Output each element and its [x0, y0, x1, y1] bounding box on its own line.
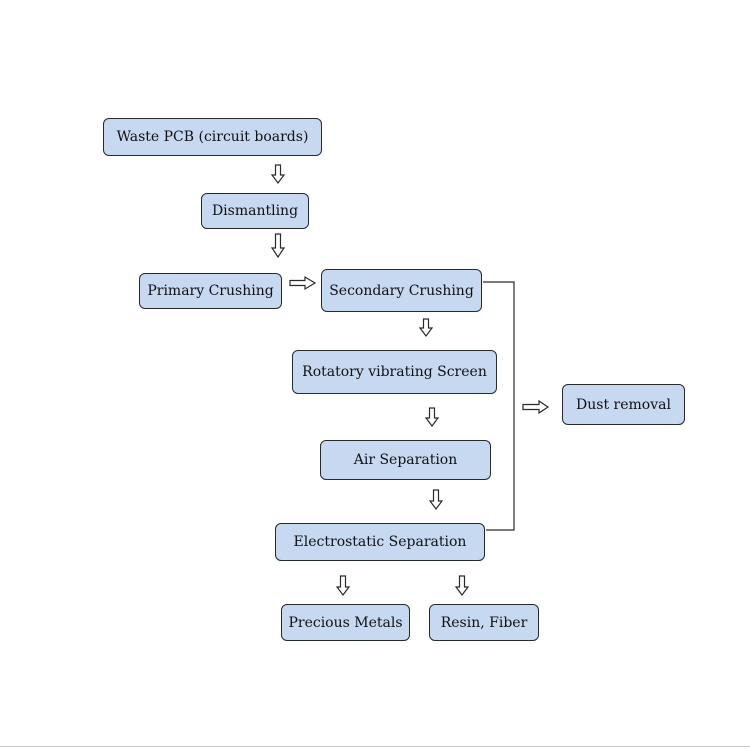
arrow-electrostatic-to-resin-fiber [454, 575, 470, 596]
node-precious-metals-label: Precious Metals [288, 614, 403, 631]
node-air-separation: Air Separation [320, 440, 491, 480]
node-air-separation-label: Air Separation [353, 452, 458, 468]
node-electrostatic-separation-label: Electrostatic Separation [293, 534, 467, 550]
node-rotatory-screen-label: Rotatory vibrating Screen [302, 364, 487, 380]
node-dust-removal-label: Dust removal [576, 396, 671, 413]
node-waste-pcb: Waste PCB (circuit boards) [103, 118, 322, 156]
node-dust-removal: Dust removal [562, 384, 685, 425]
node-resin-fiber: Resin, Fiber [429, 604, 539, 641]
node-waste-pcb-label: Waste PCB (circuit boards) [116, 129, 309, 145]
arrow-electrostatic-to-precious-metals [335, 575, 351, 596]
arrow-screen-to-air-separation [424, 407, 440, 427]
arrow-dismantling-to-primary-crushing [270, 233, 286, 259]
node-secondary-crushing: Secondary Crushing [321, 269, 482, 312]
node-secondary-crushing-label: Secondary Crushing [329, 282, 474, 299]
node-dismantling-label: Dismantling [211, 203, 299, 219]
node-electrostatic-separation: Electrostatic Separation [275, 523, 485, 561]
arrow-primary-to-secondary-crushing [289, 275, 317, 291]
node-rotatory-screen: Rotatory vibrating Screen [292, 350, 497, 394]
node-primary-crushing: Primary Crushing [139, 273, 282, 309]
node-primary-crushing-label: Primary Crushing [147, 283, 274, 299]
node-resin-fiber-label: Resin, Fiber [440, 614, 528, 631]
node-dismantling: Dismantling [201, 193, 309, 229]
node-precious-metals: Precious Metals [281, 604, 410, 641]
arrow-air-to-electrostatic-separation [428, 489, 444, 510]
page-bottom-divider [0, 746, 750, 747]
arrow-waste-pcb-to-dismantling [270, 164, 286, 184]
dust-collection-bracket [483, 281, 515, 531]
arrow-to-dust-removal [522, 399, 550, 415]
arrow-secondary-crushing-to-screen [418, 318, 434, 337]
